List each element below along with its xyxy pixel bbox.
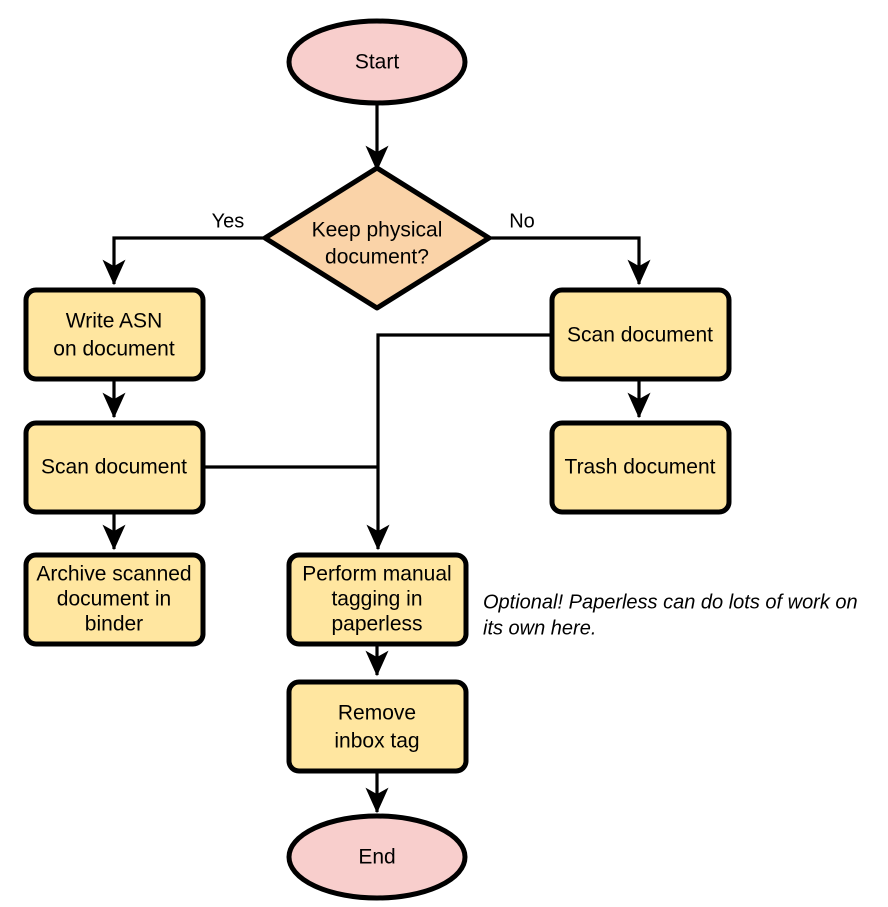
- decision-label-line1: Keep physical: [312, 219, 443, 242]
- node-start[interactable]: Start: [286, 18, 468, 106]
- edge-label-no: No: [509, 210, 535, 232]
- trash-box: [549, 420, 732, 515]
- edge-decision-to-write-asn: [102, 236, 265, 286]
- node-trash[interactable]: Trash document: [549, 420, 732, 515]
- remove-inbox-label-line2: inbox tag: [334, 730, 419, 753]
- scan-right-box: [549, 287, 732, 382]
- end-label: End: [358, 846, 395, 869]
- manual-tagging-label-line3: paperless: [331, 613, 422, 636]
- node-scan-right[interactable]: Scan document: [549, 287, 732, 382]
- node-scan-left[interactable]: Scan document: [23, 420, 206, 515]
- manual-tagging-box: [286, 552, 469, 647]
- annotation-note: Optional! Paperless can do lots of work …: [483, 591, 858, 639]
- edge-label-layer: Yes No: [212, 210, 535, 232]
- decision-label-line2: document?: [325, 246, 429, 269]
- start-ellipse: [286, 18, 468, 106]
- scan-left-label: Scan document: [41, 456, 187, 479]
- scan-right-label: Scan document: [567, 324, 713, 347]
- write-asn-box: [23, 287, 206, 382]
- scan-left-box: [23, 420, 206, 515]
- annotation-line1: Optional! Paperless can do lots of work …: [483, 591, 858, 613]
- archive-box: [23, 552, 206, 647]
- archive-label-line3: binder: [85, 613, 143, 636]
- manual-tagging-label-line2: tagging in: [331, 588, 422, 611]
- node-manual-tagging[interactable]: Perform manual tagging in paperless: [286, 552, 469, 647]
- node-remove-inbox[interactable]: Remove inbox tag: [286, 679, 469, 774]
- node-decision[interactable]: Keep physical document?: [262, 165, 492, 311]
- write-asn-label-line1: Write ASN: [66, 310, 162, 333]
- node-write-asn[interactable]: Write ASN on document: [23, 287, 206, 382]
- node-archive[interactable]: Archive scanned document in binder: [23, 552, 206, 647]
- remove-inbox-label-line1: Remove: [338, 702, 416, 725]
- edge-decision-to-scan-right: [489, 236, 651, 286]
- start-label: Start: [355, 51, 400, 74]
- edge-label-yes: Yes: [212, 210, 245, 232]
- decision-diamond: [262, 165, 492, 311]
- annotation-line2: its own here.: [483, 617, 596, 639]
- edge-scan-right-to-manual-tagging: [366, 333, 552, 551]
- edge-layer: [102, 104, 651, 814]
- node-end[interactable]: End: [286, 813, 468, 901]
- remove-inbox-box: [286, 679, 469, 774]
- archive-label-line2: document in: [57, 588, 171, 611]
- manual-tagging-label-line1: Perform manual: [302, 563, 451, 586]
- archive-label-line1: Archive scanned: [36, 563, 191, 586]
- write-asn-label-line2: on document: [53, 338, 175, 361]
- trash-label: Trash document: [565, 456, 716, 479]
- end-ellipse: [286, 813, 468, 901]
